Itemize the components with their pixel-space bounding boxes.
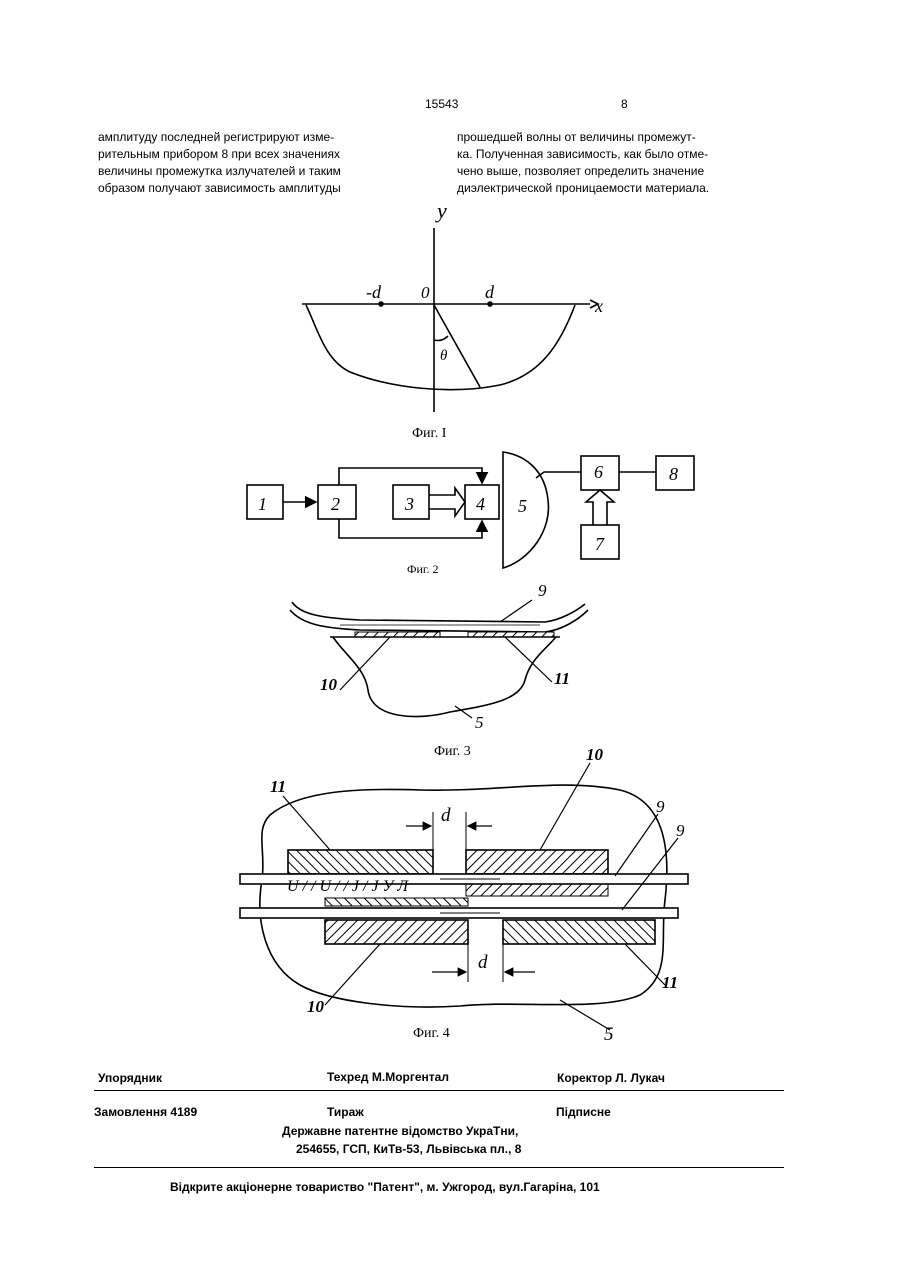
theta-label: θ xyxy=(440,348,448,364)
leader-11 xyxy=(505,637,552,682)
label-10: 10 xyxy=(320,675,338,694)
figure-4 xyxy=(240,763,688,1030)
figure-1 xyxy=(302,228,598,412)
emitter-10-top-right xyxy=(466,850,608,874)
footer-rule-bottom xyxy=(94,1167,784,1168)
footer-corrector: Коректор Л. Лукач xyxy=(557,1071,665,1085)
y-axis-label: y xyxy=(435,198,447,223)
link-2-4-top xyxy=(339,468,482,485)
gap-top-label: d xyxy=(441,805,451,826)
link-2-4-bottom xyxy=(339,519,482,538)
link-5-6 xyxy=(536,472,581,478)
minus-d-label: -d xyxy=(366,282,382,302)
leader-10-top xyxy=(540,763,590,850)
d-label: d xyxy=(485,282,495,302)
theta-arc xyxy=(434,336,448,341)
block-8-label: 8 xyxy=(669,464,678,484)
x-axis-label: x xyxy=(594,296,603,316)
label-10-top: 10 xyxy=(586,745,604,764)
figure-3 xyxy=(290,600,588,718)
block-6-label: 6 xyxy=(594,462,603,482)
waveguide-upper xyxy=(292,602,585,622)
origin-label: 0 xyxy=(421,283,430,302)
leader-11-top xyxy=(283,796,330,850)
footer-rule-top xyxy=(94,1090,784,1091)
block-5-label: 5 xyxy=(518,496,527,516)
leader-9-a xyxy=(615,814,658,876)
footer-order: Замовлення 4189 xyxy=(94,1105,197,1119)
leader-10-bottom xyxy=(325,944,380,1005)
block-7-label: 7 xyxy=(595,534,605,554)
footer-address: 254655, ГСП, КиТв-53, Львівська пл., 8 xyxy=(296,1142,521,1156)
ray-line xyxy=(434,305,480,387)
label-9-b: 9 xyxy=(676,821,685,840)
block-2-label: 2 xyxy=(331,494,340,514)
block-4-label: 4 xyxy=(476,494,485,514)
hatch-strip-upper xyxy=(466,884,608,896)
leader-9 xyxy=(500,600,532,622)
emitter-11-top-left xyxy=(288,850,433,874)
material-5-outline xyxy=(333,637,556,717)
fig3-caption: Фиг. 3 xyxy=(434,744,471,760)
emitter-10-bottom-left xyxy=(325,920,468,944)
leader-11-bottom xyxy=(625,944,665,985)
link-3-4-double xyxy=(429,488,465,516)
label-5: 5 xyxy=(475,713,484,732)
footer-publisher: Відкрите акціонерне товариство "Патент",… xyxy=(170,1180,600,1194)
block-3-label: 3 xyxy=(404,494,414,514)
fig4-caption: Фиг. 4 xyxy=(413,1026,450,1042)
label-9: 9 xyxy=(538,581,547,600)
fig2-caption: Фиг. 2 xyxy=(407,562,438,577)
footer-office: Державне патентне відомство УкраТни, xyxy=(282,1124,518,1138)
leader-10 xyxy=(340,637,390,690)
point-d xyxy=(488,302,492,306)
figure-2 xyxy=(247,452,694,568)
label-10-bottom: 10 xyxy=(307,997,325,1016)
strip-text: U / / U / / J / J У Л xyxy=(287,878,409,895)
label-9-a: 9 xyxy=(656,797,665,816)
gap-bottom-label: d xyxy=(478,952,488,973)
fig1-caption: Фиг. I xyxy=(412,426,446,442)
label-11-bottom: 11 xyxy=(662,973,678,992)
footer-signed: Підписне xyxy=(556,1105,611,1119)
emitter-11-bottom-right xyxy=(503,920,655,944)
footer-compiler: Упорядник xyxy=(98,1071,162,1085)
block-1-label: 1 xyxy=(258,494,267,514)
hatch-strip-lower xyxy=(325,898,468,906)
link-7-6-double xyxy=(586,490,614,525)
footer-circulation: Тираж xyxy=(327,1105,364,1119)
label-11: 11 xyxy=(554,669,570,688)
label-5: 5 xyxy=(604,1024,614,1045)
footer-techred: Техред М.Моргентал xyxy=(327,1070,449,1084)
label-11-top: 11 xyxy=(270,777,286,796)
point-minus-d xyxy=(379,302,383,306)
